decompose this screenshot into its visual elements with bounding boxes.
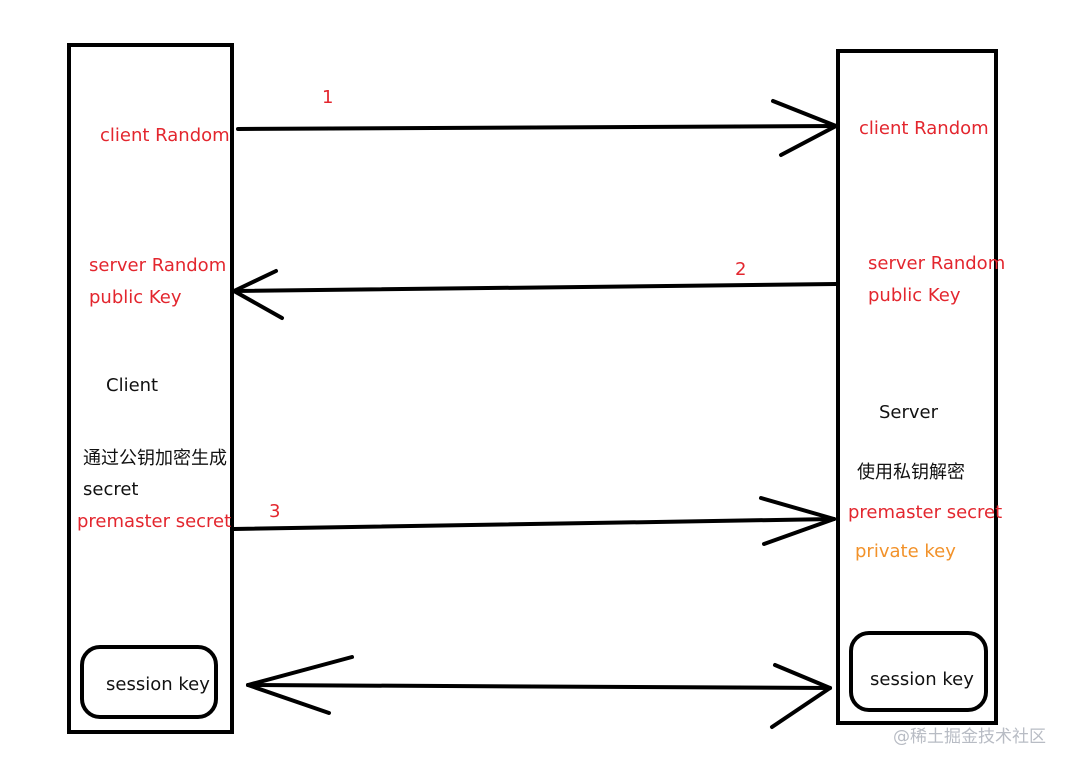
step-1-number: 1 [322,87,334,108]
server-title: Server [879,402,939,423]
server-session-key-box [849,631,988,712]
arrow-session-key [246,655,832,729]
arrow-step-1 [236,99,838,157]
step-3-number: 3 [269,501,281,522]
step-2-number: 2 [735,259,747,280]
client-title: Client [106,375,159,396]
server-session-key-label: session key [870,669,974,690]
client-server-random-label: server Random [89,255,227,276]
client-premaster-label: premaster secret [77,511,232,532]
client-encrypt-note: 通过公钥加密生成 [83,448,227,469]
client-session-key-box [80,645,218,719]
arrow-step-3 [232,496,836,546]
server-random-label: server Random [868,253,1006,274]
server-decrypt-note: 使用私钥解密 [857,462,965,483]
client-public-key-label: public Key [89,287,182,308]
server-premaster-label: premaster secret [848,502,1003,523]
client-box [67,43,234,734]
server-public-key-label: public Key [868,285,961,306]
client-random-label: client Random [100,125,230,146]
server-client-random-label: client Random [859,118,989,139]
client-secret-label: secret [83,479,139,500]
server-private-key-label: private key [855,541,956,562]
server-box [836,49,998,725]
watermark: @稀土掘金技术社区 [893,727,1046,747]
client-session-key-label: session key [106,674,210,695]
arrow-step-2 [232,269,838,320]
